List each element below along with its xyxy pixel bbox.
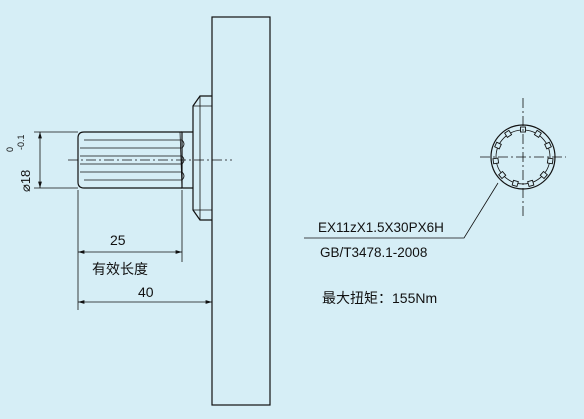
tolerance-lower: -0.1 (16, 134, 26, 150)
spec-leader-line (304, 182, 499, 239)
effective-length-label: 有效长度 (92, 261, 148, 277)
spline-tooth (492, 157, 500, 165)
spline-tooth (504, 129, 513, 138)
spline-tooth (511, 179, 519, 188)
max-torque-label: 最大扭矩：155Nm (322, 290, 437, 306)
spline-end-view (480, 98, 566, 216)
spline-standard: GB/T3478.1-2008 (320, 245, 427, 260)
length-extension-lines (77, 190, 183, 310)
tolerance-upper: 0 (5, 147, 15, 152)
spline-tooth (494, 141, 502, 150)
spline-tooth (533, 129, 542, 138)
spline-spec: EX11zX1.5X30PX6H (318, 220, 444, 235)
spline-tooth (539, 170, 548, 180)
spline-tooth (498, 170, 507, 180)
diameter-label: ⌀18 (18, 170, 33, 192)
dim-25-value: 25 (110, 232, 126, 248)
spline-tooth (527, 179, 535, 188)
flange-plate (211, 16, 271, 406)
spline-tooth (546, 157, 554, 165)
spline-tooth (544, 141, 552, 150)
hub-boss (192, 95, 212, 221)
diameter-dimension (34, 131, 78, 189)
dim-40-value: 40 (138, 284, 154, 300)
